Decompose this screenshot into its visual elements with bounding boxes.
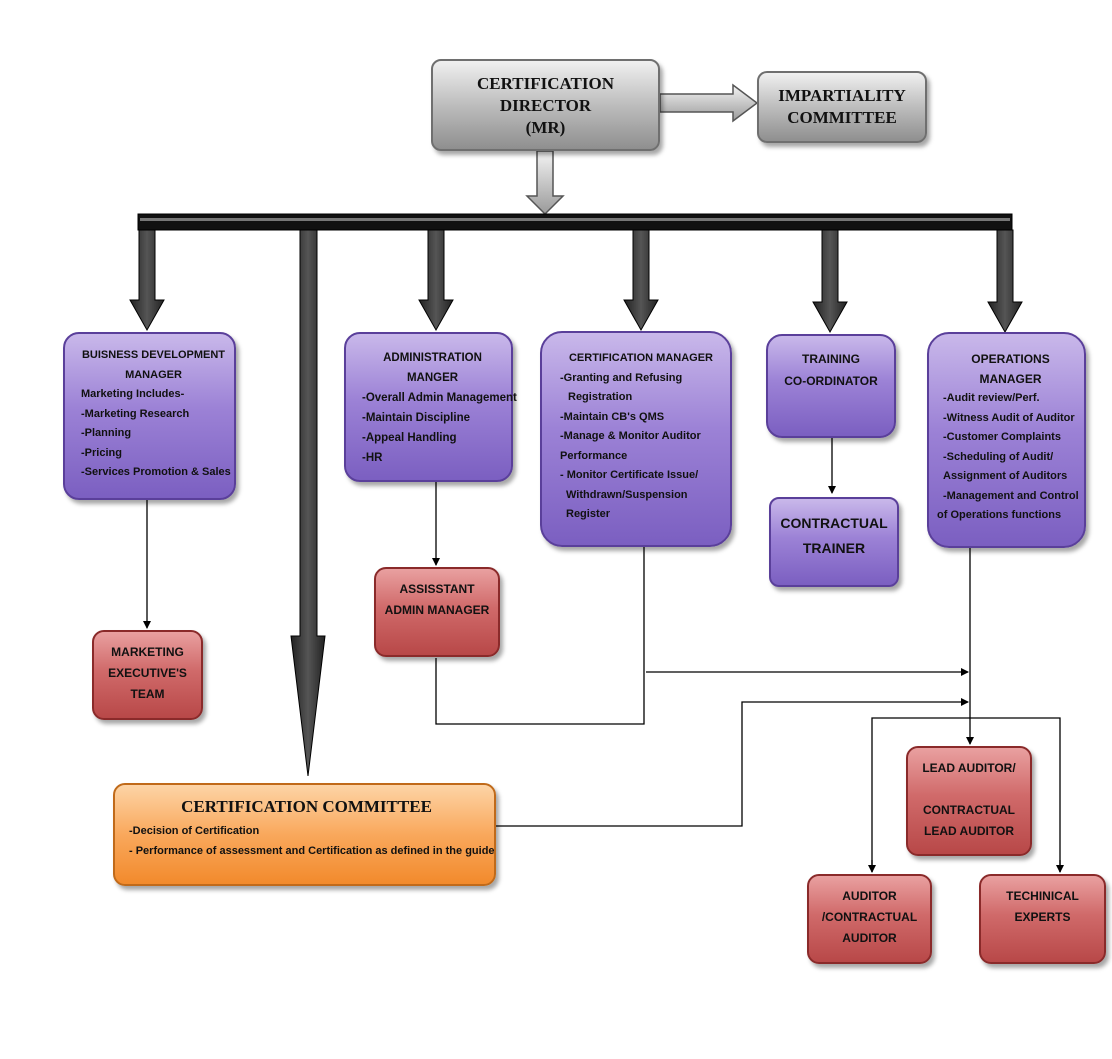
administration-manager-box: ADMINISTRATION MANGER -Overall Admin Man… <box>344 332 517 482</box>
training-title1: TRAINING <box>802 352 860 366</box>
bdm-item: Marketing Includes- <box>81 388 185 400</box>
distribution-bar <box>137 213 1013 231</box>
cert-item: -Manage & Monitor Auditor <box>560 430 701 442</box>
assistant-admin-manager-box: ASSISSTANT ADMIN MANAGER <box>374 567 500 657</box>
technical-experts-box: TECHINICAL EXPERTS <box>979 874 1106 964</box>
experts-line2: EXPERTS <box>1014 910 1071 924</box>
auditor-box: AUDITOR /CONTRACTUAL AUDITOR <box>807 874 932 964</box>
arrow-to-cert-manager <box>623 229 659 332</box>
lead-line3: LEAD AUDITOR <box>924 824 1014 838</box>
assistant-line1: ASSISSTANT <box>399 582 475 596</box>
cert-item: - Monitor Certificate Issue/ <box>560 469 699 481</box>
committee-item: -Decision of Certification <box>129 825 260 837</box>
admin-item: -Overall Admin Management <box>362 392 517 404</box>
certification-director-box: CERTIFICATION DIRECTOR (MR) <box>431 59 660 151</box>
cert-item: Registration <box>568 391 633 403</box>
lead-auditor-box: LEAD AUDITOR/ CONTRACTUAL LEAD AUDITOR <box>906 746 1032 856</box>
cert-item: -Maintain CB's QMS <box>560 410 665 423</box>
arrow-to-committee <box>290 229 326 777</box>
cert-item: -Granting and Refusing <box>560 371 683 384</box>
committee-title: CERTIFICATION COMMITTEE <box>181 797 432 816</box>
marketing-line1: MARKETING <box>111 645 184 659</box>
cert-item: Register <box>566 508 611 520</box>
operations-manager-box: OPERATIONS MANAGER -Audit review/Perf. -… <box>927 332 1086 548</box>
trainer-line1: CONTRACTUAL <box>780 515 888 531</box>
bdm-item: -Pricing <box>81 446 122 459</box>
ops-item: -Witness Audit of Auditor <box>943 411 1075 424</box>
trainer-line2: TRAINER <box>802 540 866 556</box>
admin-title1: ADMINISTRATION <box>383 352 482 364</box>
director-down-arrow <box>525 150 565 216</box>
bdm-item: -Planning <box>81 427 132 439</box>
bdm-title2: MANAGER <box>125 368 182 381</box>
marketing-line3: TEAM <box>130 687 165 701</box>
marketing-line2: EXECUTIVE'S <box>108 666 187 680</box>
certification-manager-box: CERTIFICATION MANAGER -Granting and Refu… <box>540 331 732 547</box>
assistant-line2: ADMIN MANAGER <box>384 603 490 617</box>
arrow-to-operations <box>987 229 1023 334</box>
experts-line1: TECHINICAL <box>1006 889 1079 903</box>
auditor-line2: /CONTRACTUAL <box>821 910 918 924</box>
contractual-trainer-box: CONTRACTUAL TRAINER <box>769 497 899 587</box>
impartiality-line1: IMPARTIALITY <box>778 86 906 105</box>
certification-committee-box: CERTIFICATION COMMITTEE -Decision of Cer… <box>113 783 496 886</box>
impartiality-committee-box: IMPARTIALITY COMMITTEE <box>757 71 927 143</box>
training-title2: CO-ORDINATOR <box>784 374 878 388</box>
admin-item: -HR <box>362 452 383 464</box>
cert-manager-title: CERTIFICATION MANAGER <box>568 352 713 364</box>
lead-line2: CONTRACTUAL <box>923 803 1015 817</box>
bdm-title1: BUISNESS DEVELOPMENT <box>81 349 226 361</box>
ops-item: of Operations functions <box>937 509 1062 521</box>
ops-title2: MANAGER <box>979 371 1042 386</box>
ops-title1: OPERATIONS <box>971 352 1050 366</box>
director-line3: (MR) <box>525 118 566 137</box>
cert-item: Performance <box>560 449 628 462</box>
admin-title2: MANGER <box>406 372 459 384</box>
marketing-executives-team-box: MARKETING EXECUTIVE'S TEAM <box>92 630 203 720</box>
impartiality-line2: COMMITTEE <box>787 108 897 127</box>
arrow-to-training <box>812 229 848 334</box>
training-coordinator-box: TRAINING CO-ORDINATOR <box>766 334 896 438</box>
ops-item: -Customer Complaints <box>943 431 1061 443</box>
thin-connectors <box>143 438 1064 873</box>
ops-item: -Management and Control <box>943 489 1079 502</box>
lead-line1: LEAD AUDITOR/ <box>922 761 1016 775</box>
cert-item: Withdrawn/Suspension <box>566 488 688 501</box>
arrow-to-bdm <box>129 229 165 332</box>
ops-item: -Audit review/Perf. <box>943 392 1040 404</box>
ops-item: -Scheduling of Audit/ <box>943 450 1054 463</box>
director-line1: CERTIFICATION <box>477 74 614 93</box>
ops-item: Assignment of Auditors <box>943 470 1068 482</box>
bdm-item: -Services Promotion & Sales <box>81 466 231 478</box>
auditor-line1: AUDITOR <box>842 889 897 903</box>
auditor-line3: AUDITOR <box>842 931 897 945</box>
business-development-manager-box: BUISNESS DEVELOPMENT MANAGER Marketing I… <box>63 332 236 500</box>
committee-item: - Performance of assessment and Certific… <box>129 845 495 857</box>
admin-item: -Maintain Discipline <box>362 412 470 424</box>
director-to-impartiality-arrow <box>659 83 759 123</box>
director-line2: DIRECTOR <box>499 96 592 115</box>
arrow-to-admin <box>418 229 454 332</box>
admin-item: -Appeal Handling <box>362 432 457 444</box>
bdm-item: -Marketing Research <box>81 407 190 420</box>
